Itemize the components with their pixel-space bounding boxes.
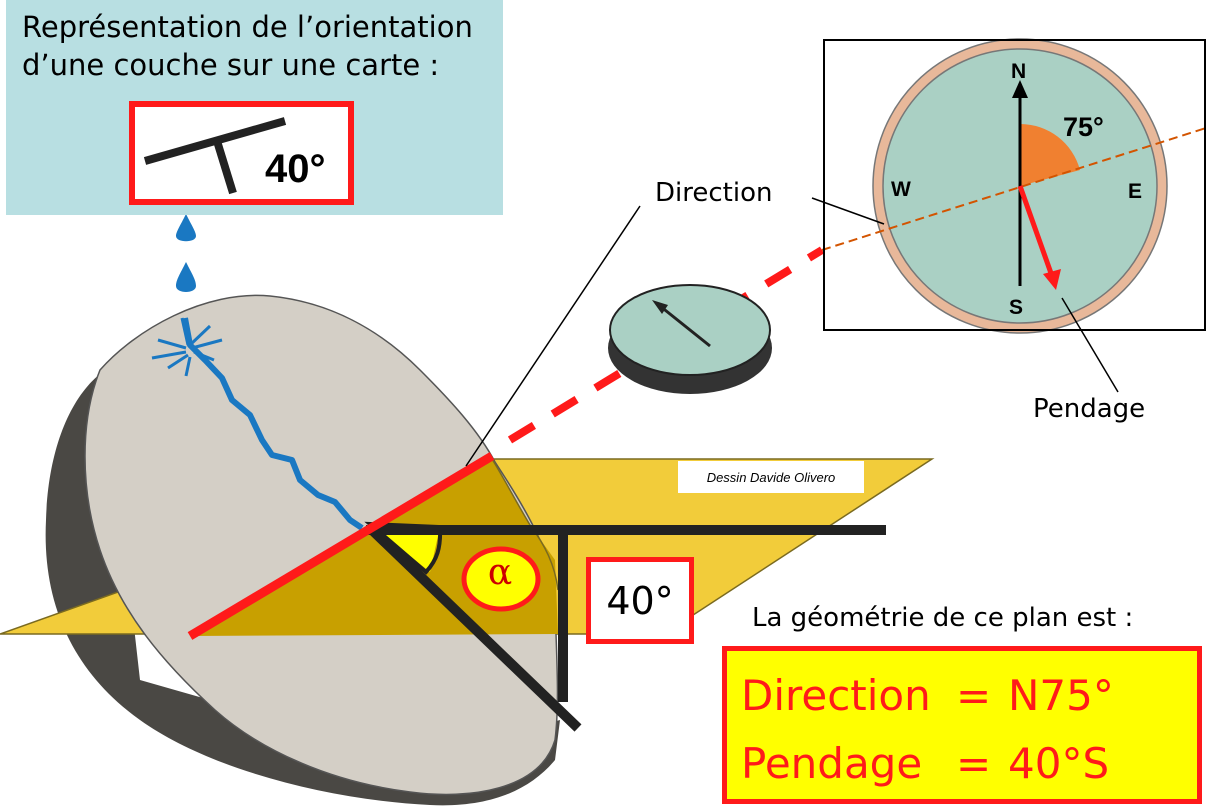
strike-line xyxy=(187,452,495,640)
map-symbol-angle: 40° xyxy=(265,147,326,191)
dip-angle-value: 40° xyxy=(606,578,674,623)
result-pendage-value: 40°S xyxy=(1008,739,1110,788)
field-compass-needle xyxy=(659,304,711,348)
alpha-badge xyxy=(461,546,541,612)
cardinal-south: S xyxy=(1009,296,1024,319)
direction-leader-strike xyxy=(465,205,641,467)
compass-strike-line xyxy=(821,127,1207,251)
dip-direction-arrow xyxy=(1017,185,1055,277)
dip-angle-wedge xyxy=(370,524,440,572)
panel-title-line2: d’une couche sur une carte : xyxy=(22,48,440,82)
strike-dip-symbol-icon xyxy=(143,117,287,195)
panel-title-line1: Représentation de l’orientation xyxy=(22,10,473,44)
water-drop-1 xyxy=(176,214,196,242)
result-direction-key: Direction xyxy=(741,671,931,720)
result-equals-2: = xyxy=(956,739,992,788)
result-pendage-key: Pendage xyxy=(741,739,923,788)
result-direction-value: N75° xyxy=(1008,671,1114,720)
azimuth-wedge xyxy=(1020,123,1080,186)
pendage-leader xyxy=(1061,297,1119,393)
water-drop-2 xyxy=(176,262,196,292)
result-pendage-row: Pendage = 40°S xyxy=(741,739,1109,788)
cardinal-north: N xyxy=(1011,60,1027,83)
north-arrow-head xyxy=(1012,80,1028,98)
result-equals-1: = xyxy=(956,671,992,720)
cardinal-east: E xyxy=(1128,180,1143,203)
pendage-callout: Pendage xyxy=(1033,394,1146,424)
result-direction-row: Direction = N75° xyxy=(741,671,1114,720)
rock-shadow xyxy=(45,370,561,806)
field-compass-needle-tip xyxy=(652,300,668,314)
dip-line xyxy=(365,523,582,732)
drawing-credit: Dessin Davide Olivero xyxy=(678,461,864,493)
result-box: Direction = N75° Pendage = 40°S xyxy=(722,646,1202,804)
water-crack xyxy=(182,317,364,531)
dip-direction-arrow-head xyxy=(1043,269,1061,290)
cardinal-west: W xyxy=(891,178,911,201)
dip-angle-box: 40° xyxy=(586,557,694,644)
compass-azimuth-label: 75° xyxy=(1063,112,1104,142)
compass-frame xyxy=(823,39,1206,331)
alpha-symbol: α xyxy=(487,552,513,593)
direction-callout: Direction xyxy=(655,178,773,208)
map-symbol: 40° xyxy=(129,101,354,205)
geometry-intro: La géométrie de ce plan est : xyxy=(752,603,1134,633)
strike-extension-dashed xyxy=(507,246,825,444)
splash-marks xyxy=(151,317,223,377)
